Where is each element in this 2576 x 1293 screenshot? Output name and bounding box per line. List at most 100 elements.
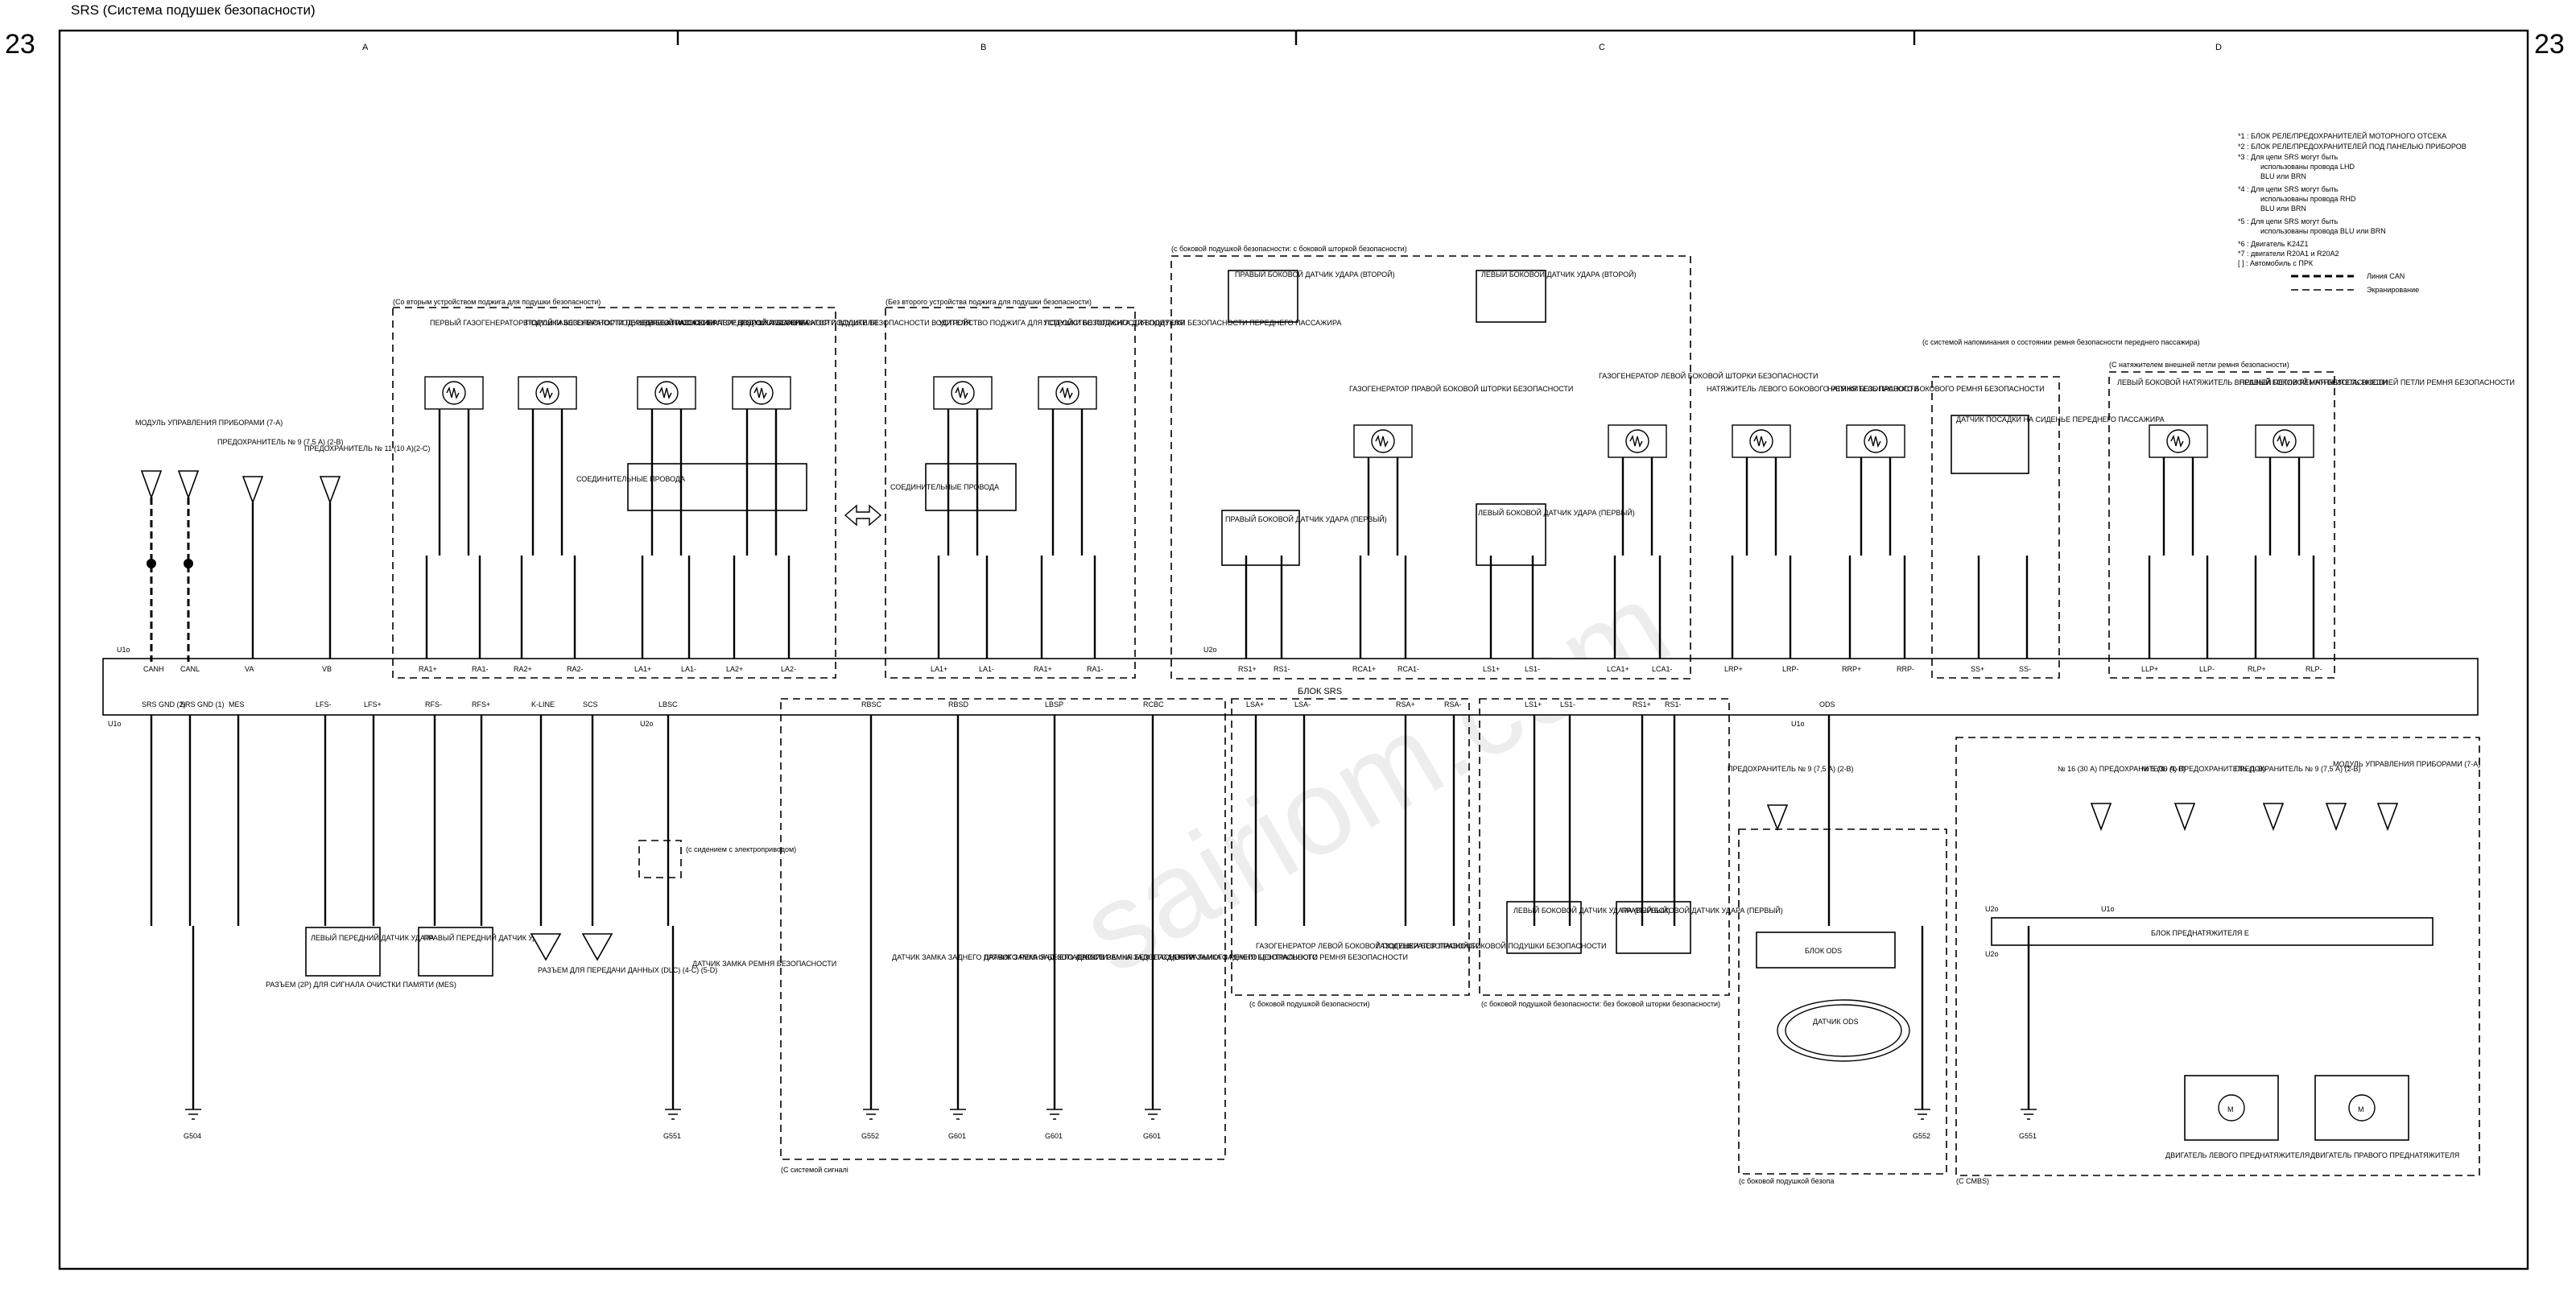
resistor-icon <box>753 386 767 400</box>
unit-pin-label: RA2- <box>567 665 584 673</box>
component-label: СОЕДИНИТЕЛЬНЫЕ ПРОВОДА <box>890 483 999 491</box>
sensor-box <box>1476 270 1546 323</box>
component-label: ПРАВЫЙ БОКОВОЙ ДАТЧИК УДАРА (ПЕРВЫЙ) <box>1621 906 1783 915</box>
option-group-frame <box>885 307 1136 679</box>
legend-can: Линия CAN <box>2367 272 2405 280</box>
ground-icon <box>950 1109 966 1120</box>
inflator-icon <box>2273 429 2297 453</box>
option-group-frame <box>1738 828 1947 1175</box>
inflator-connector <box>1732 424 1791 458</box>
option-group-frame <box>780 698 1226 1160</box>
option-group-frame <box>1231 698 1470 996</box>
component-label: ЛЕВЫЙ БОКОВОЙ ДАТЧИК УДАРА (ПЕРВЫЙ) <box>1513 906 1670 915</box>
unit-pin-label: LFS+ <box>364 700 382 708</box>
unit-pin-label: VA <box>245 665 254 673</box>
note-line: BLU или BRN <box>2260 204 2306 213</box>
unit-pin-label: RFS+ <box>472 700 490 708</box>
inflator-icon <box>1055 381 1080 405</box>
unit-pin-label: LA1+ <box>931 665 947 673</box>
note-line: использованы провода BLU или BRN <box>2260 227 2386 235</box>
inflator-connector <box>1608 424 1667 458</box>
unit-pin-label: LA2+ <box>726 665 743 673</box>
unit-pin-label: RA2+ <box>514 665 532 673</box>
resistor-icon <box>1868 434 1881 448</box>
inflator-connector <box>1353 424 1413 458</box>
inflator-connector <box>2149 424 2208 458</box>
component-label: ПРАВЫЙ БОКОВОЙ ДАТЧИК УДАРА (ВТОРОЙ) <box>1235 270 1395 279</box>
resistor-icon <box>1629 434 1643 448</box>
component-label: ГАЗОГЕНЕРАТОР ПРАВОЙ БОКОВОЙ ШТОРКИ БЕЗО… <box>1349 384 1573 393</box>
unit-pin-label: LA2- <box>781 665 796 673</box>
unit-pin-label: LCA1- <box>1652 665 1673 673</box>
svg-text:M: M <box>2358 1105 2364 1113</box>
resistor-icon <box>2277 434 2290 448</box>
ground-icon <box>2021 1109 2037 1120</box>
unit-pin-label: RS1- <box>1665 700 1682 708</box>
component-label: ПРАВЫЙ БОКОВОЙ НАТЯЖИТЕЛЬ ВНЕШНЕЙ ПЕТЛИ … <box>2240 378 2515 386</box>
unit-pin-label: VB <box>322 665 332 673</box>
option-group-label: (с сидением с электроприводом) <box>686 845 796 853</box>
pretensioner-unit-label: БЛОК ПРЕДНАТЯЖИТЕЛЯ Е <box>2151 929 2249 937</box>
component-label: ДАТЧИК ЗАМКА ЗАДНЕГО ЛЕВОГО РЕМНЯ БЕЗОПА… <box>984 953 1195 961</box>
unit-pin-label: LCA1+ <box>1607 665 1629 673</box>
unit-pin-label: LSA- <box>1294 700 1311 708</box>
resistor-icon <box>1753 434 1767 448</box>
sensor-box <box>1616 901 1691 954</box>
component-label: ЛЕВЫЙ ПЕРЕДНИЙ ДАТЧИК УДАРА <box>311 933 434 942</box>
unit-pin-label: CANL <box>180 665 200 673</box>
component-label: ДВИГАТЕЛЬ ПРАВОГО ПРЕДНАТЯЖИТЕЛЯ <box>2310 1151 2459 1159</box>
option-group-frame <box>1170 255 1691 680</box>
component-label: НАТЯЖИТЕЛЬ ПРАВОГО БОКОВОГО РЕМНЯ БЕЗОПА… <box>1827 385 2045 393</box>
clockspring-box <box>627 463 807 511</box>
component-label: ДВИГАТЕЛЬ ЛЕВОГО ПРЕДНАТЯЖИТЕЛЯ <box>2165 1151 2310 1159</box>
unit-pin-label: SRS GND (2) <box>142 700 186 708</box>
legend-shield: Экранирование <box>2367 286 2419 294</box>
option-group-frame <box>1931 376 2060 679</box>
option-group-label: (с системой напоминания о состоянии ремн… <box>1922 338 2200 346</box>
page-title: SRS (Система подушек безопасности) <box>71 2 316 18</box>
unit-pin-label: RS1+ <box>1633 700 1651 708</box>
ground-label: G601 <box>948 1132 966 1140</box>
inflator-icon <box>1371 429 1395 453</box>
component-label: ВТОРОЙ ГАЗОГЕНЕРАТОР ПОДУШКИ БЕЗОПАСНОСТ… <box>523 318 809 327</box>
inflator-connector <box>424 376 484 410</box>
note-line: использованы провода LHD <box>2260 163 2355 171</box>
unit-pin-label: RLP- <box>2306 665 2322 673</box>
note-line: *4 : Для цепи SRS могут быть <box>2238 185 2339 193</box>
ods-unit <box>1756 932 1896 969</box>
motor-box <box>2314 1075 2409 1141</box>
component-label: ВТОРОЙ ГАЗОГЕНЕРАТОР ПОДУШКИ БЕЗОПАСНОСТ… <box>737 318 971 327</box>
resistor-icon <box>2170 434 2184 448</box>
resistor-icon <box>446 386 460 400</box>
unit-pin-label: LS1+ <box>1525 700 1542 708</box>
unit-pin-label: RA1- <box>1087 665 1104 673</box>
note-line: BLU или BRN <box>2260 172 2306 180</box>
connector-label: U2o <box>1985 905 1999 913</box>
note-line: *5 : Для цепи SRS могут быть <box>2238 217 2339 225</box>
ground-icon <box>185 1109 201 1120</box>
inflator-connector <box>518 376 577 410</box>
component-label: ПРАВЫЙ БОКОВОЙ ДАТЧИК УДАРА (ПЕРВЫЙ) <box>1225 514 1387 523</box>
option-group-frame <box>392 307 836 679</box>
unit-pin-label: RS1- <box>1274 665 1290 673</box>
component-label: УСТРОЙСТВО ПОДЖИГА ДЛЯ ПОДУШКИ БЕЗОПАСНО… <box>939 318 1184 327</box>
inflator-connector <box>637 376 696 410</box>
unit-pin-label: RBSD <box>948 700 969 708</box>
unit-pin-label: RRP+ <box>1842 665 1861 673</box>
unit-pin-label: RSA+ <box>1396 700 1415 708</box>
ground-label: G601 <box>1045 1132 1063 1140</box>
unit-pin-label: MES <box>229 700 245 708</box>
unit-pin-label: RRP- <box>1897 665 1914 673</box>
component-label: ДАТЧИК ЗАМКА РЕМНЯ БЕЗОПАСНОСТИ <box>692 960 836 968</box>
page-number-left: 23 <box>5 29 35 60</box>
pretensioner-unit <box>1991 917 2434 946</box>
component-label: НАТЯЖИТЕЛЬ ЛЕВОГО БОКОВОГО РЕМНЯ БЕЗОПАС… <box>1707 385 1919 393</box>
unit-pin-label: LA1- <box>979 665 994 673</box>
unit-pin-label: RA1+ <box>1034 665 1052 673</box>
note-line: *3 : Для цепи SRS могут быть <box>2238 153 2339 161</box>
connector-label: U2o <box>1985 950 1999 958</box>
